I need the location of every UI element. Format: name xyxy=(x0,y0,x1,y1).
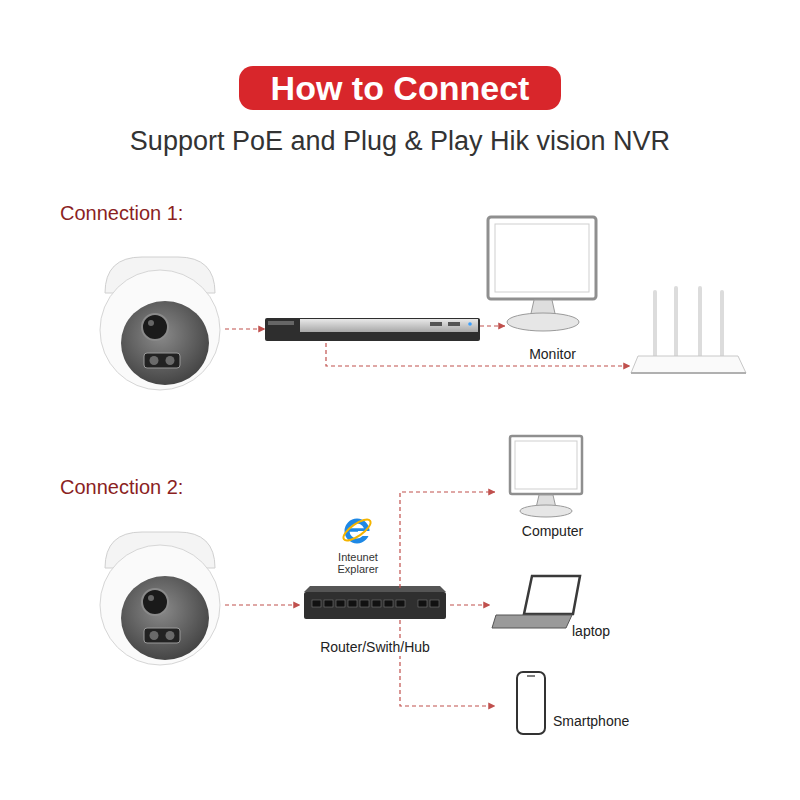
dashed-connector xyxy=(480,325,505,326)
dome-camera xyxy=(100,532,220,665)
dashed-connector xyxy=(400,492,495,588)
laptop-node: laptop xyxy=(490,570,640,644)
smartphone-node: Smartphone xyxy=(495,668,670,736)
ie-icon xyxy=(340,516,373,544)
laptop-icon xyxy=(492,576,580,628)
camera-node xyxy=(95,255,225,395)
section-heading: Connection 1: xyxy=(60,201,183,225)
smartphone-icon xyxy=(517,672,545,734)
computer-node: Computer xyxy=(495,432,610,544)
node-label: Router/Swith/Hub xyxy=(317,638,433,656)
computer-icon xyxy=(510,436,582,517)
nvr-node xyxy=(265,316,480,343)
icon-caption: Inteunet Explarer xyxy=(331,551,385,575)
monitor-node: Monitor xyxy=(505,212,600,367)
network-switch xyxy=(304,586,446,619)
node-label: Computer xyxy=(522,522,583,540)
dashed-connector xyxy=(450,604,490,605)
nvr-recorder xyxy=(265,318,480,341)
switch-node: Router/Swith/Hub xyxy=(300,588,450,620)
monitor-icon xyxy=(488,217,596,331)
dashed-connector xyxy=(400,620,495,706)
wifi-router xyxy=(631,288,746,373)
title-pill: How to Connect xyxy=(239,66,562,110)
router-node xyxy=(630,285,750,380)
node-label: Monitor xyxy=(529,345,576,363)
dashed-connector xyxy=(225,604,300,605)
section-heading: Connection 2: xyxy=(60,475,183,499)
subtitle: Support PoE and Plug & Play Hik vision N… xyxy=(0,124,800,158)
camera-node xyxy=(95,530,225,670)
node-label: laptop xyxy=(572,622,610,640)
dashed-connector xyxy=(326,343,630,366)
dome-camera xyxy=(100,257,220,390)
node-label: Smartphone xyxy=(553,712,629,730)
dashed-connector xyxy=(225,328,265,329)
